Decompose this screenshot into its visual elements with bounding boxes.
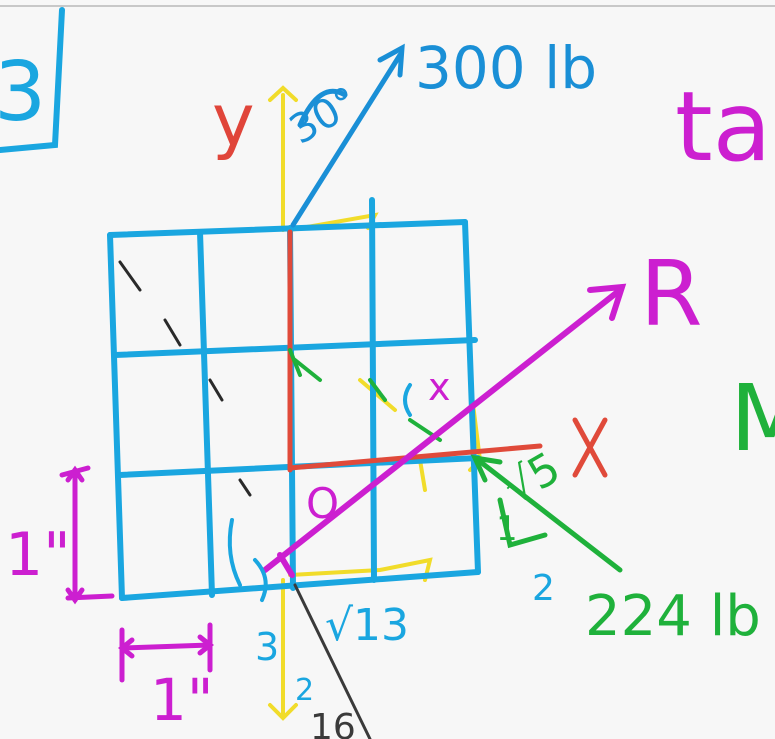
dimension-bottom — [117, 622, 215, 683]
tan-text: ta — [675, 71, 771, 183]
dimension-left — [59, 465, 115, 605]
problem-number-box: 3 — [0, 7, 65, 153]
red-axes — [287, 229, 608, 478]
sqrt5-label: √5 — [495, 442, 569, 514]
x-mark-label: x — [428, 365, 451, 409]
origin-label: O — [306, 479, 339, 528]
bottom-dimension-label: 1" — [150, 666, 214, 734]
sqrt13-label: √13 — [325, 600, 409, 651]
green-marks — [288, 348, 442, 442]
bottom-force-label: 16 — [310, 707, 356, 739]
bottom-force-line — [293, 583, 372, 739]
tick-marks — [118, 260, 252, 497]
force-300-label: 300 lb — [415, 34, 597, 102]
right-edge-letter: M — [730, 365, 775, 472]
slope-2-label: 2 — [532, 568, 555, 609]
angle-marks — [227, 383, 412, 602]
left-dimension-label: 1" — [5, 520, 71, 590]
resultant-arrow — [262, 283, 627, 578]
angle-30-label: 30° — [282, 78, 366, 153]
force-224-label: 224 lb — [585, 584, 761, 649]
y-axis-label: y — [212, 78, 255, 162]
resultant-label: R — [640, 242, 703, 347]
force-300-arrow — [290, 43, 405, 228]
slope-1-label: 1 — [496, 509, 518, 549]
slope-2b-label: 2 — [295, 673, 314, 708]
force-224-arrow — [470, 454, 623, 573]
grid — [107, 197, 481, 601]
problem-number: 3 — [0, 45, 46, 140]
slope-3-label: 3 — [255, 625, 279, 669]
